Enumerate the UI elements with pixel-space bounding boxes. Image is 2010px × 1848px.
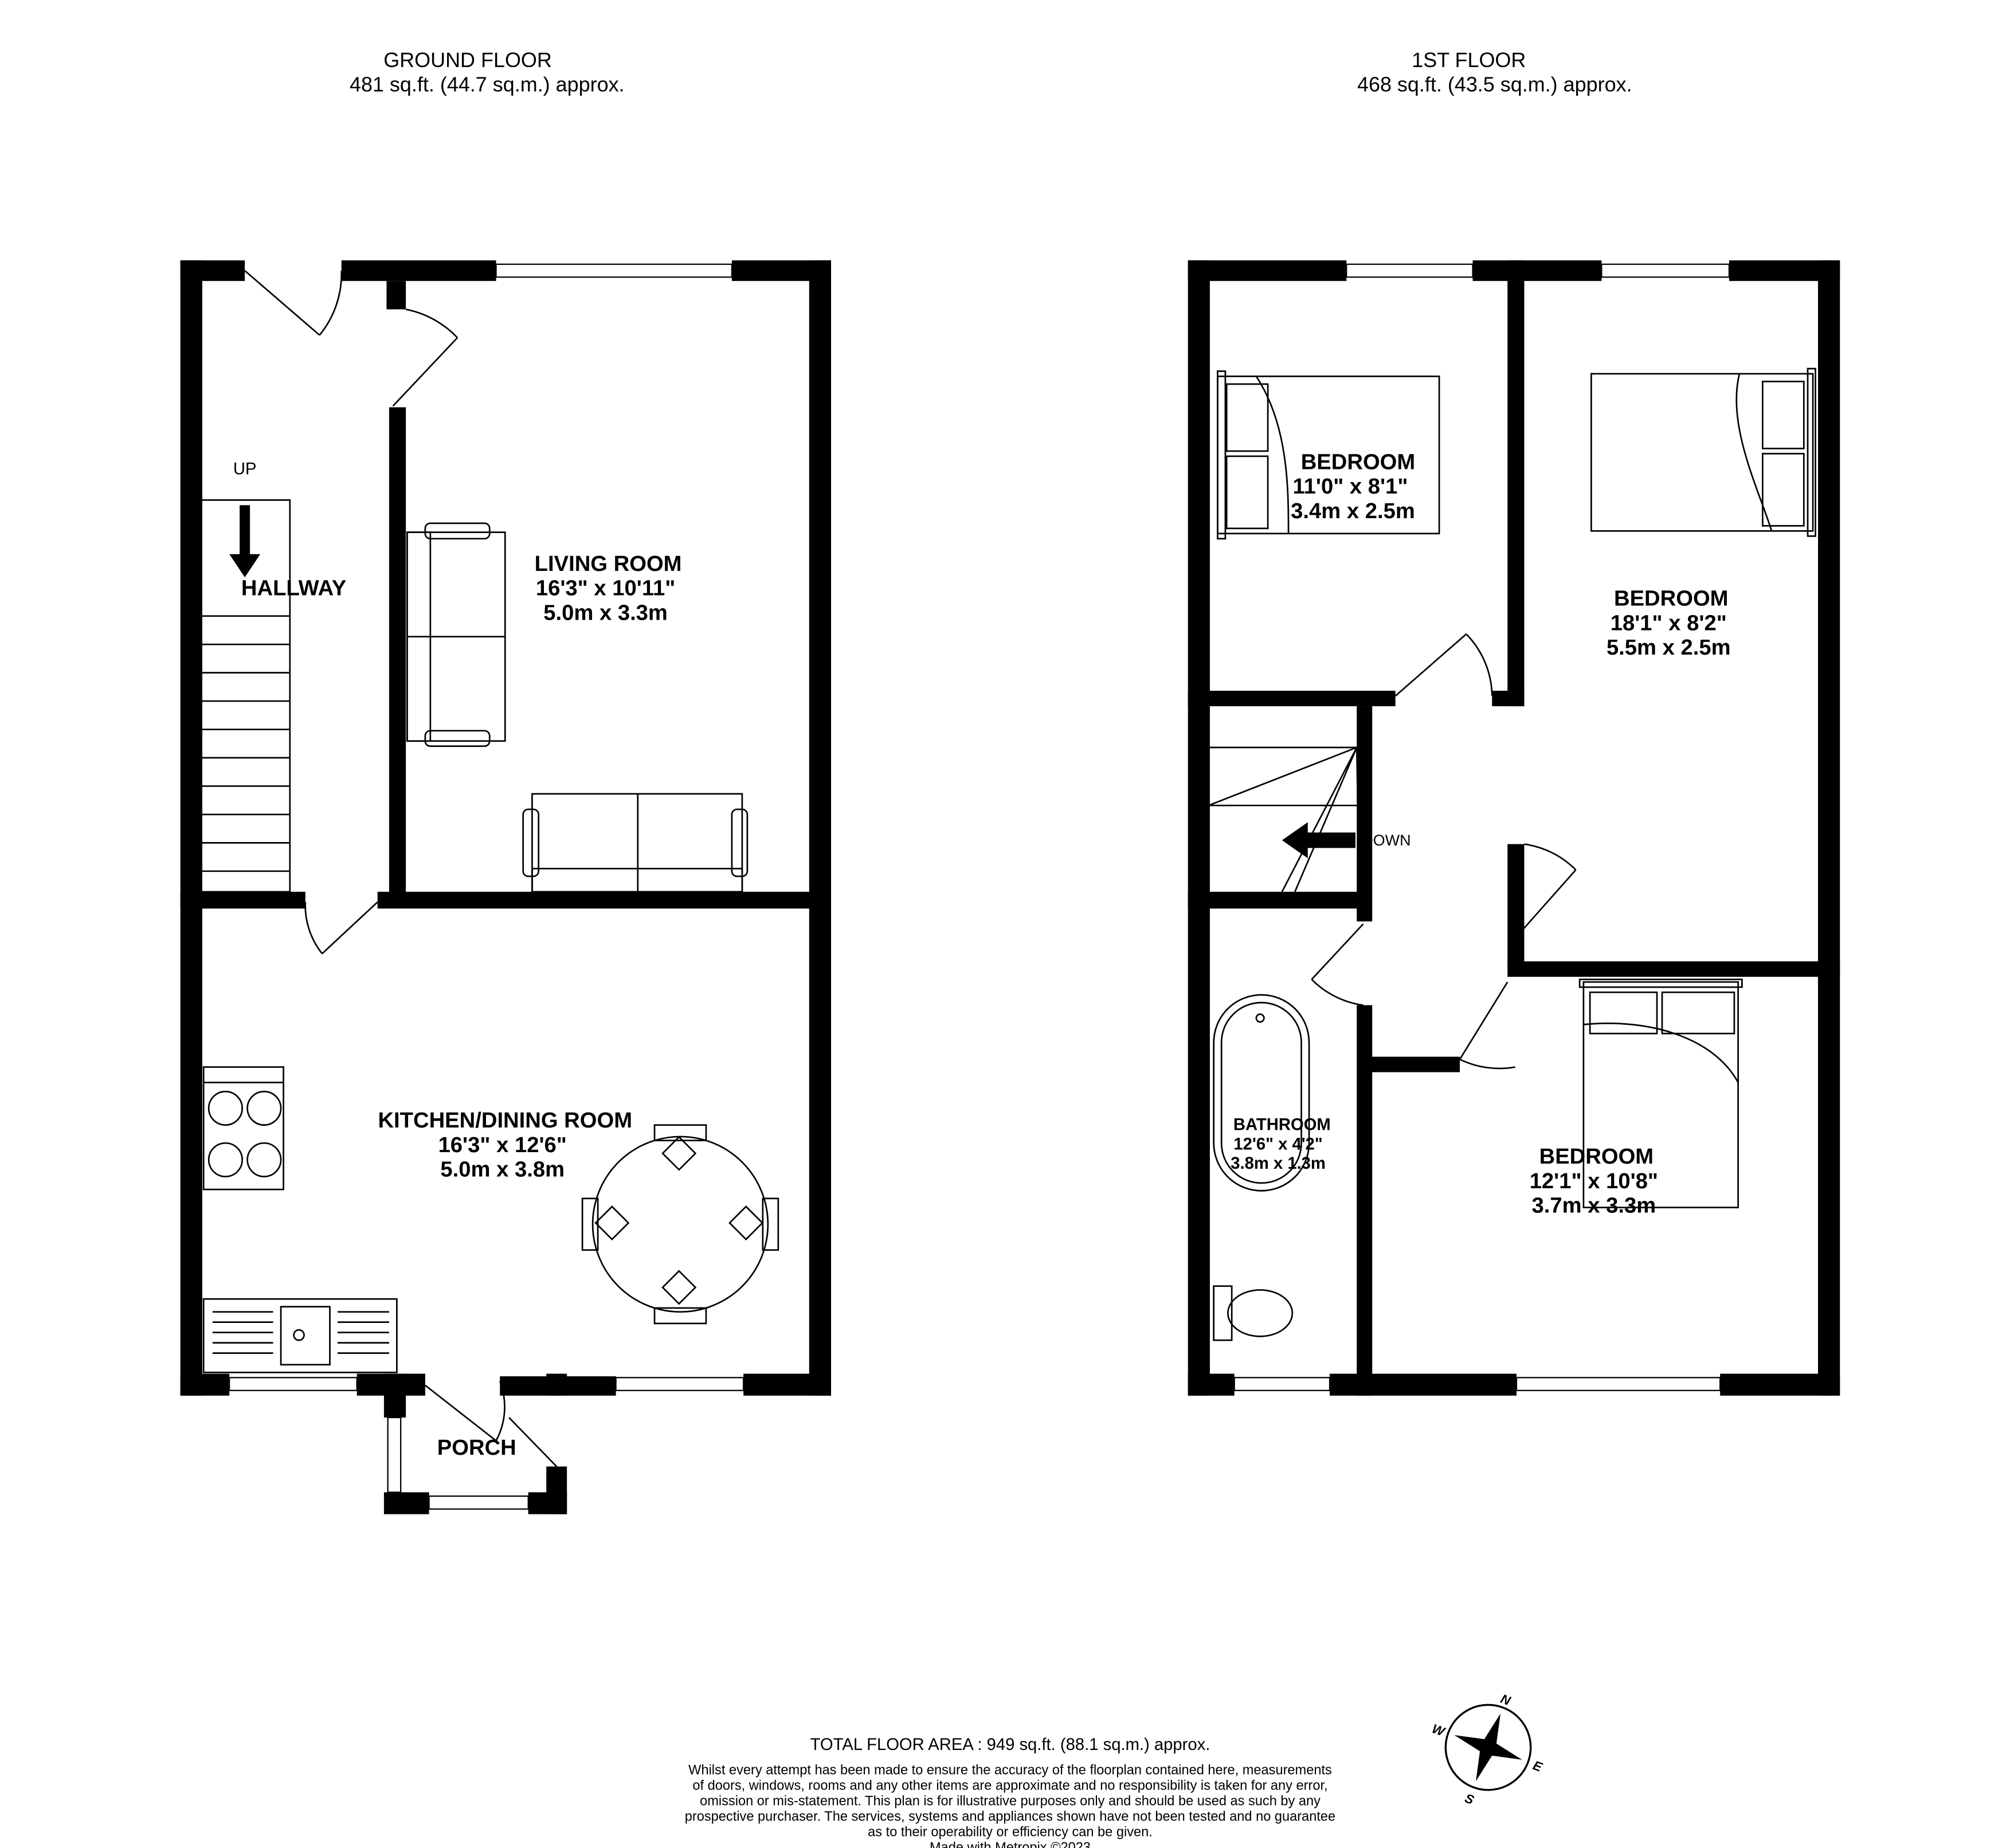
disclaimer-line: Whilst every attempt has been made to en…	[688, 1763, 1332, 1778]
room-label-bedroom-3: BEDROOM 12'1" x 10'8" 3.7m x 3.3m	[1530, 1144, 1658, 1217]
room-name: LIVING ROOM	[535, 551, 682, 576]
room-imperial: 16'3" x 10'11"	[536, 576, 676, 601]
toilet-icon	[1213, 1285, 1294, 1341]
compass-w: W	[1430, 1721, 1447, 1739]
room-label-bedroom-1: BEDROOM 11'0" x 8'1" 3.4m x 2.5m	[1291, 449, 1415, 523]
room-metric: 3.7m x 3.3m	[1532, 1193, 1656, 1218]
room-imperial: 12'1" x 10'8"	[1530, 1169, 1658, 1193]
room-metric: 5.5m x 2.5m	[1607, 635, 1731, 660]
room-label-bedroom-2: BEDROOM 18'1" x 8'2" 5.5m x 2.5m	[1607, 586, 1731, 660]
stairs-up-label: UP	[233, 460, 257, 478]
sofa-icon	[406, 522, 506, 747]
room-name: BEDROOM	[1301, 449, 1416, 474]
room-name: BATHROOM	[1233, 1116, 1331, 1134]
total-floor-area: TOTAL FLOOR AREA : 949 sq.ft. (88.1 sq.m…	[810, 1736, 1210, 1754]
room-name: BEDROOM	[1539, 1144, 1654, 1169]
disclaimer-line: omission or mis-statement. This plan is …	[700, 1794, 1321, 1809]
room-imperial: 18'1" x 8'2"	[1611, 610, 1727, 635]
bed-icon	[1590, 367, 1816, 537]
disclaimer: Whilst every attempt has been made to en…	[685, 1763, 1335, 1848]
room-label-bathroom: BATHROOM 12'6" x 4'2" 3.8m x 1.3m	[1231, 1116, 1331, 1173]
room-label-hallway: HALLWAY	[241, 576, 346, 601]
compass-icon: N S E W	[1430, 1692, 1545, 1807]
bed-icon	[1578, 978, 1743, 1208]
first-floor-plan: DOWN	[1188, 260, 1840, 1396]
room-name: KITCHEN/DINING ROOM	[378, 1108, 632, 1133]
ground-floor-plan: UP	[180, 260, 832, 1514]
bath-icon	[1213, 994, 1310, 1192]
room-metric: 5.0m x 3.8m	[440, 1157, 565, 1182]
room-label-kitchen-dining: KITCHEN/DINING ROOM 16'3" x 12'6" 5.0m x…	[378, 1108, 632, 1181]
dining-table-icon	[581, 1124, 779, 1325]
stairs-arrow-icon	[1282, 822, 1355, 859]
ground-floor-area: 481 sq.ft. (44.7 sq.m.) approx.	[350, 73, 625, 96]
ground-floor-title: GROUND FLOOR	[383, 48, 552, 72]
room-metric: 3.8m x 1.3m	[1231, 1154, 1326, 1173]
room-imperial: 12'6" x 4'2"	[1233, 1135, 1322, 1153]
room-imperial: 11'0" x 8'1"	[1292, 474, 1408, 499]
disclaimer-line: prospective purchaser. The services, sys…	[685, 1810, 1335, 1824]
room-label-living-room: LIVING ROOM 16'3" x 10'11" 5.0m x 3.3m	[535, 551, 682, 625]
compass-e: E	[1531, 1758, 1545, 1775]
credit: Made with Metropix ©2023	[930, 1841, 1091, 1848]
room-metric: 5.0m x 3.3m	[543, 600, 668, 625]
stairs-down-label: DOWN	[1362, 832, 1410, 849]
cooker-icon	[202, 1066, 284, 1191]
first-floor-area: 468 sq.ft. (43.5 sq.m.) approx.	[1357, 73, 1632, 96]
compass-s: S	[1463, 1791, 1476, 1807]
sofa-icon	[522, 793, 749, 893]
room-name: BEDROOM	[1614, 586, 1729, 611]
first-floor-title: 1ST FLOOR	[1412, 48, 1526, 72]
disclaimer-line: of doors, windows, rooms and any other i…	[692, 1779, 1327, 1794]
room-imperial: 16'3" x 12'6"	[438, 1133, 567, 1157]
sink-icon	[202, 1298, 398, 1373]
stairs-arrow-icon	[229, 505, 261, 578]
room-label-porch: PORCH	[437, 1435, 516, 1460]
disclaimer-line: as to their operability or efficiency ca…	[868, 1825, 1153, 1840]
compass-n: N	[1499, 1692, 1513, 1708]
room-metric: 3.4m x 2.5m	[1291, 499, 1415, 523]
bed-icon	[1217, 370, 1440, 540]
